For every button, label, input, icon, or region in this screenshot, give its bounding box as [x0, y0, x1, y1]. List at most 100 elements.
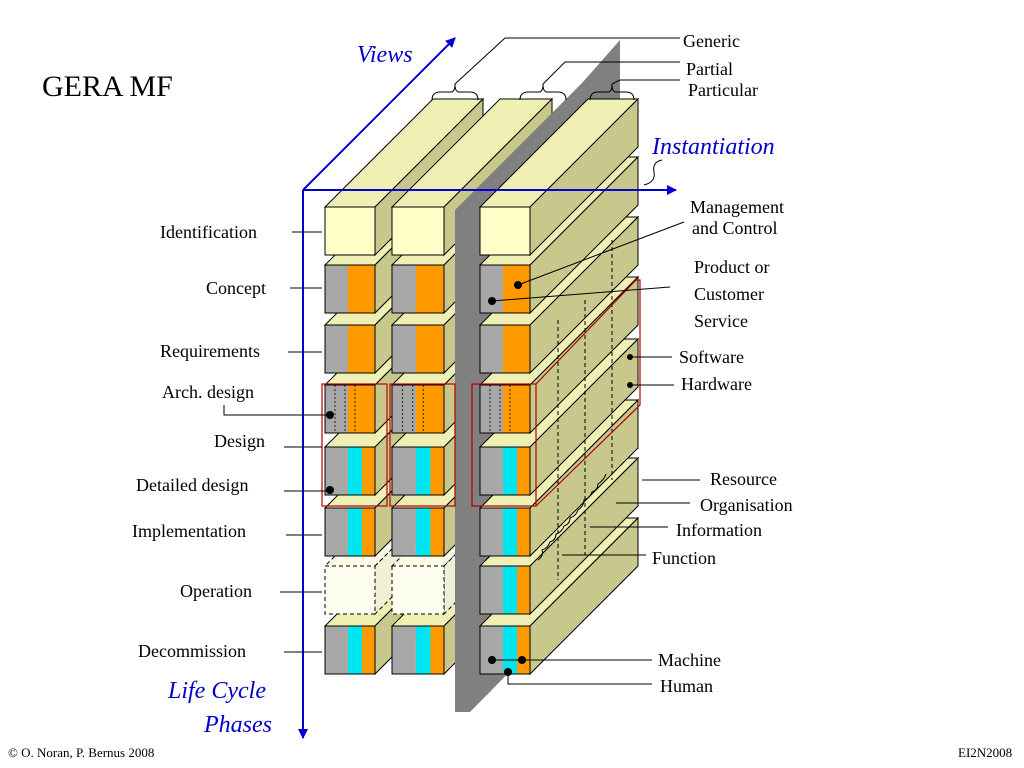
human-strip [480, 508, 503, 556]
phase-label-decommission: Decommission [138, 641, 246, 661]
prism-front-face [324, 507, 376, 557]
leader-partial [542, 61, 680, 85]
view-label-generic: Generic [683, 31, 740, 51]
orange-strip [348, 265, 375, 313]
phase-label-detailed-design: Detailed design [136, 475, 248, 495]
label-information: Information [676, 520, 762, 540]
dot-machine [488, 656, 496, 664]
block-outline [479, 446, 531, 496]
operation-block [324, 565, 376, 615]
human-strip [392, 508, 416, 556]
label-product-or: Product or [694, 257, 770, 277]
prism-front-face [324, 565, 376, 615]
prism-front-face [324, 625, 376, 675]
human-strip [325, 508, 348, 556]
orange-strip [415, 265, 444, 313]
cyan-strip [503, 508, 517, 556]
block-outline [479, 264, 531, 314]
design-group-frame [471, 383, 537, 507]
operation-block [391, 565, 445, 615]
prism-front-face [391, 625, 445, 675]
prism-front-face [391, 264, 445, 314]
block-outline [479, 565, 531, 615]
block-outline [391, 324, 445, 374]
phase-label-design: Design [214, 431, 265, 451]
prism-front-face [479, 446, 531, 496]
block-outline [391, 507, 445, 557]
phase-label-requirements: Requirements [160, 341, 260, 361]
views-axis-arrow [302, 37, 456, 191]
human-strip [480, 385, 503, 433]
block-outline [479, 507, 531, 557]
identification-block [479, 206, 531, 256]
human-strip [325, 265, 348, 313]
orange-strip [348, 385, 375, 433]
orange-strip [362, 626, 375, 674]
leader-particular [611, 79, 680, 85]
label-management: Management [690, 197, 784, 217]
prism-front-face [391, 507, 445, 557]
phase-leader-arch-design [223, 405, 330, 416]
orange-strip [503, 325, 530, 373]
orange-strip [503, 385, 530, 433]
orange-strip [430, 447, 444, 495]
orange-strip [517, 508, 530, 556]
label-resource: Resource [710, 469, 777, 489]
prism-front-face [324, 206, 376, 256]
phase-label-operation: Operation [180, 581, 252, 601]
design-group-frame [389, 383, 456, 507]
views-axis-label: Views [357, 42, 413, 68]
phase-label-implementation: Implementation [132, 521, 246, 541]
prism-front-face [324, 324, 376, 374]
label-human: Human [660, 676, 713, 696]
dot-software [627, 354, 633, 360]
block-outline [391, 446, 445, 496]
human-strip [480, 265, 503, 313]
human-strip [392, 265, 416, 313]
block-outline [324, 625, 376, 675]
life-cycle-axis-label-line2: Phases [203, 712, 272, 738]
human-strip [392, 325, 416, 373]
cyan-strip [415, 626, 431, 674]
human-strip [480, 325, 503, 373]
human-strip [480, 566, 503, 614]
leader-generic [454, 37, 680, 85]
prism-front-face [479, 264, 531, 314]
cyan-strip [503, 626, 517, 674]
prism-front-face [479, 507, 531, 557]
dot-human [504, 668, 512, 676]
orange-strip [517, 626, 530, 674]
prism-front-face [479, 565, 531, 615]
human-strip [325, 447, 348, 495]
label-function: Function [652, 548, 716, 568]
phase-label-arch-design: Arch. design [162, 382, 254, 402]
orange-strip [362, 447, 375, 495]
dot-hardware [627, 382, 633, 388]
view-label-particular: Particular [688, 80, 758, 100]
dot-product [488, 297, 496, 305]
cyan-strip [348, 508, 362, 556]
block-outline [479, 384, 531, 434]
cyan-strip [503, 447, 517, 495]
orange-strip [348, 325, 375, 373]
leader-product [491, 286, 671, 302]
instantiation-brace [643, 159, 663, 186]
block-outline [324, 384, 376, 434]
orange-strip [415, 325, 444, 373]
prism-front-face [324, 446, 376, 496]
orange-strip [430, 508, 444, 556]
identification-block [324, 206, 376, 256]
orange-strip [503, 265, 530, 313]
prism-front-face [391, 324, 445, 374]
label-hardware: Hardware [681, 374, 752, 394]
block-outline [324, 264, 376, 314]
design-group-frame-depth [535, 279, 641, 507]
phase-dot-arch-design [326, 411, 334, 419]
prism-front-face [391, 384, 445, 434]
view-brace [431, 83, 479, 101]
orange-strip [430, 626, 444, 674]
block-outline [479, 324, 531, 374]
cyan-strip [415, 508, 431, 556]
aspect-brace [537, 473, 607, 561]
dot-machine-2 [518, 656, 526, 664]
